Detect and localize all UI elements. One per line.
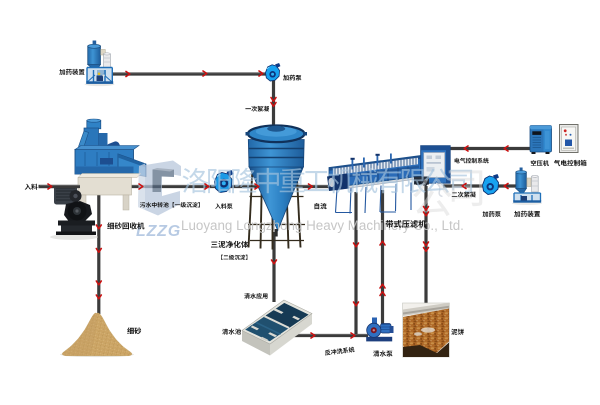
svg-text:Luoyang Longzhong Heavy Machin: Luoyang Longzhong Heavy Machinery Co., L… (181, 218, 464, 233)
svg-text:LZZG: LZZG (136, 223, 181, 240)
